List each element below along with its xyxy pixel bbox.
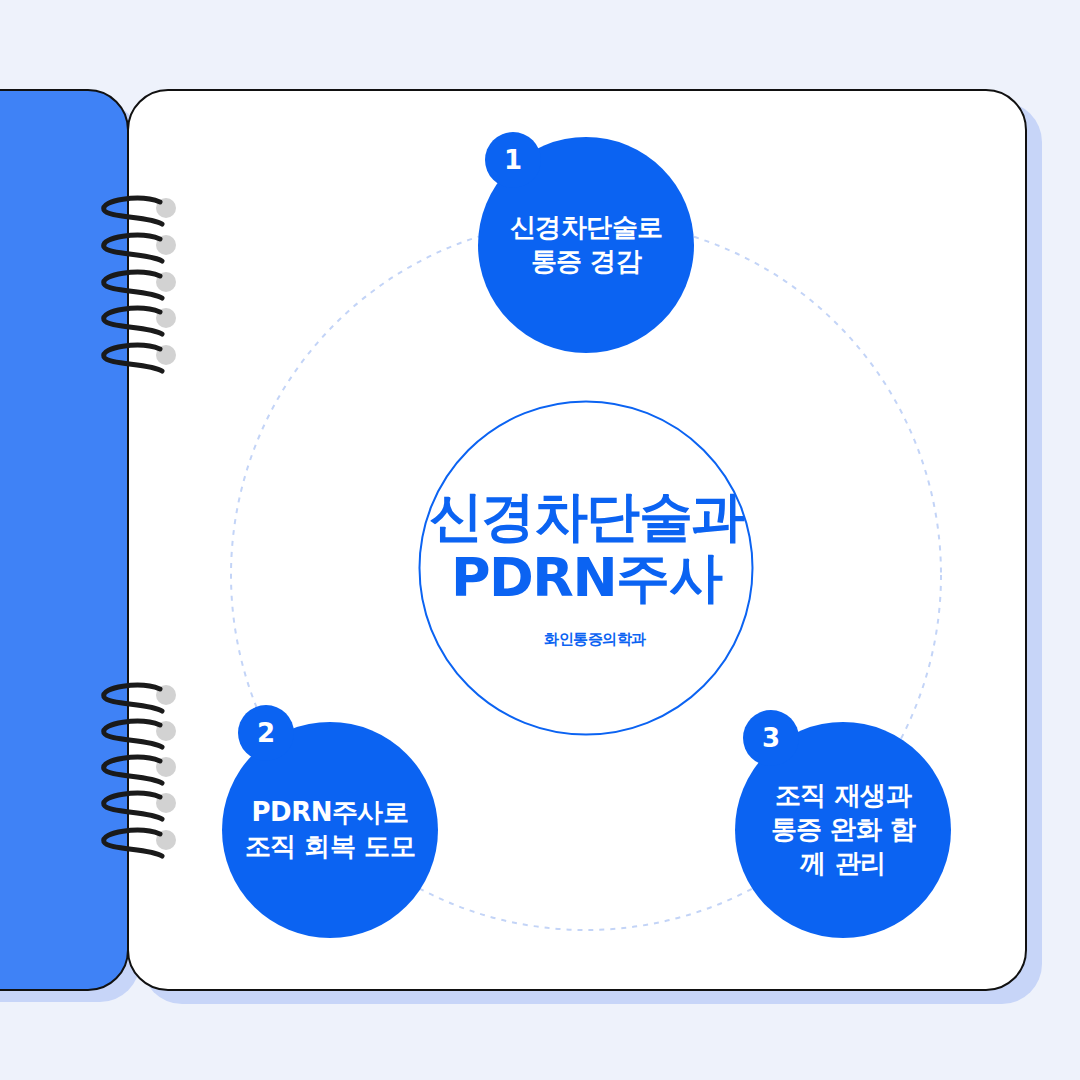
spiral-wire (104, 198, 162, 224)
step-circle: 조직 재생과 통증 완화 함께 관리3 (735, 722, 951, 938)
spiral-wire (104, 272, 162, 298)
step-circle: 신경차단술로 통증 경감1 (478, 137, 694, 353)
step-text: PDRN주사로 조직 회복 도모 (238, 796, 423, 864)
callout-number: 1 (485, 132, 541, 188)
notebook-page (128, 90, 1026, 990)
step-text: 조직 재생과 통증 완화 함께 관리 (768, 779, 918, 880)
cover-tab (0, 90, 128, 990)
spiral-wire (104, 235, 162, 261)
callout-number: 2 (238, 705, 294, 761)
step-text: 신경차단술로 통증 경감 (494, 211, 679, 279)
spiral-wire (104, 757, 162, 783)
clinic-logo-text: 화인통증의학과 (526, 630, 646, 649)
spiral-wire (104, 793, 162, 819)
spiral-wire (104, 685, 162, 711)
spiral-wire (104, 345, 162, 371)
center-circle: 신경차단술과 PDRN주사화인통증의학과 (418, 400, 754, 736)
center-title: 신경차단술과 PDRN주사 (426, 487, 746, 608)
spiral-wire (104, 721, 162, 747)
circle-content: 신경차단술과 PDRN주사화인통증의학과 (418, 400, 754, 736)
spiral-wire (104, 308, 162, 334)
spiral-wire (104, 830, 162, 856)
step-circle: PDRN주사로 조직 회복 도모2 (222, 722, 438, 938)
spiral-binding (104, 198, 176, 856)
callout-number: 3 (743, 710, 799, 766)
